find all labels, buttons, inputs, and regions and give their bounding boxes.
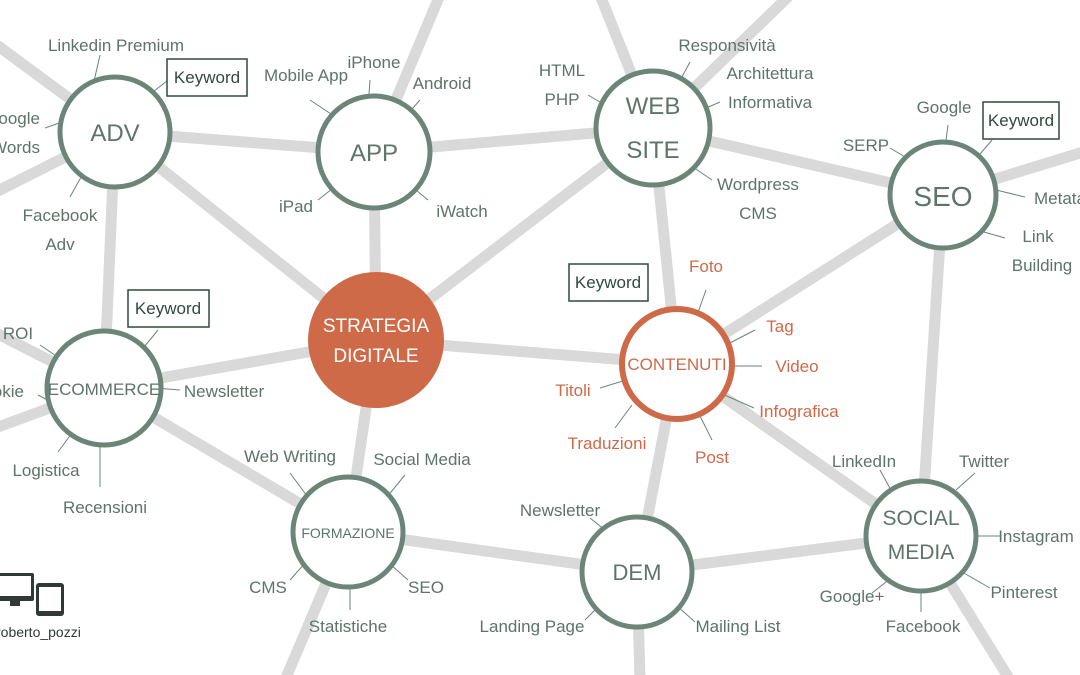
node-website-line2: SITE bbox=[626, 137, 679, 164]
label-landing-page: Landing Page bbox=[480, 617, 585, 636]
label-ipad: iPad bbox=[279, 197, 313, 216]
label-statistiche: Statistiche bbox=[309, 617, 387, 636]
label-linkedin: LinkedIn bbox=[832, 452, 896, 471]
label-linkedin-premium: Linkedin Premium bbox=[48, 36, 184, 55]
node-formazione-label: FORMAZIONE bbox=[301, 525, 394, 541]
label-twitter: Twitter bbox=[959, 452, 1009, 471]
keyword-box-seo: Keyword bbox=[982, 101, 1060, 140]
label-web-writing: Web Writing bbox=[244, 447, 336, 466]
label-facebook-adv-2: Adv bbox=[45, 235, 75, 254]
label-tag: Tag bbox=[766, 317, 793, 336]
keyword-box-adv: Keyword bbox=[166, 58, 248, 97]
devices-icon bbox=[0, 573, 64, 616]
node-dem-label: DEM bbox=[613, 560, 662, 585]
node-website-line1: WEB bbox=[626, 93, 681, 120]
center-line1: STRATEGIA bbox=[323, 316, 430, 337]
label-wordpress: Wordpress bbox=[717, 175, 799, 194]
label-html: HTML bbox=[539, 61, 585, 80]
node-adv: ADV bbox=[57, 74, 173, 190]
keyword-contenuti-text: Keyword bbox=[575, 273, 641, 292]
label-formazione-seo: SEO bbox=[408, 578, 444, 597]
label-post: Post bbox=[695, 448, 729, 467]
label-cookie: Cookie bbox=[0, 382, 24, 401]
node-ecommerce-label: ECOMMERCE bbox=[48, 380, 160, 399]
label-formazione-social-media: Social Media bbox=[373, 450, 471, 469]
label-google-plus: Google+ bbox=[820, 587, 885, 606]
node-adv-label: ADV bbox=[90, 120, 139, 147]
keyword-ecommerce-text: Keyword bbox=[135, 299, 201, 318]
keyword-adv-text: Keyword bbox=[174, 68, 240, 87]
node-social-line2: MEDIA bbox=[888, 541, 955, 564]
credit-text: roberto_pozzi bbox=[0, 624, 81, 640]
label-mailing-list: Mailing List bbox=[695, 617, 780, 636]
label-responsivita: Responsività bbox=[678, 36, 776, 55]
keyword-seo-text: Keyword bbox=[988, 111, 1054, 130]
label-pinterest: Pinterest bbox=[990, 583, 1057, 602]
node-contenuti: CONTENUTI bbox=[619, 306, 735, 422]
node-social: SOCIAL MEDIA bbox=[863, 478, 979, 594]
label-traduzioni: Traduzioni bbox=[568, 434, 647, 453]
node-seo-label: SEO bbox=[913, 181, 972, 212]
node-website: WEB SITE bbox=[593, 68, 713, 188]
label-website-cms: CMS bbox=[739, 204, 777, 223]
node-dem: DEM bbox=[579, 514, 695, 630]
label-social-facebook: Facebook bbox=[886, 617, 961, 636]
label-dem-newsletter: Newsletter bbox=[520, 501, 601, 520]
label-recensioni: Recensioni bbox=[63, 498, 147, 517]
node-seo: SEO bbox=[887, 139, 999, 251]
label-logistica: Logistica bbox=[12, 461, 80, 480]
node-center: STRATEGIA DIGITALE bbox=[308, 272, 444, 408]
label-infografica: Infografica bbox=[759, 402, 839, 421]
label-architettura: Architettura bbox=[727, 64, 814, 83]
label-google-adwords-1: Google bbox=[0, 109, 40, 128]
node-ecommerce: ECOMMERCE bbox=[44, 328, 164, 448]
label-seo-google: Google bbox=[917, 98, 972, 117]
keyword-box-contenuti: Keyword bbox=[568, 263, 649, 302]
label-serp: SERP bbox=[843, 136, 889, 155]
label-informativa: Informativa bbox=[728, 93, 813, 112]
node-social-line1: SOCIAL bbox=[882, 507, 959, 530]
label-link-building-2: Building bbox=[1012, 256, 1073, 275]
label-facebook-adv-1: Facebook bbox=[23, 206, 98, 225]
label-titoli: Titoli bbox=[555, 381, 590, 400]
node-app: APP bbox=[315, 93, 433, 211]
label-iwatch: iWatch bbox=[436, 202, 487, 221]
label-google-adwords-2: AdWords bbox=[0, 138, 40, 157]
label-android: Android bbox=[413, 74, 472, 93]
node-app-label: APP bbox=[350, 140, 398, 167]
center-line2: DIGITALE bbox=[333, 346, 418, 367]
label-php: PHP bbox=[545, 90, 580, 109]
label-roi: ROI bbox=[3, 324, 33, 343]
node-formazione: FORMAZIONE bbox=[290, 474, 406, 590]
label-ecommerce-newsletter: Newsletter bbox=[184, 382, 265, 401]
label-formazione-cms: CMS bbox=[249, 578, 287, 597]
label-video: Video bbox=[775, 357, 818, 376]
node-contenuti-label: CONTENUTI bbox=[627, 355, 726, 374]
label-iphone: iPhone bbox=[348, 53, 401, 72]
label-mobile-app: Mobile App bbox=[264, 66, 348, 85]
label-link-building-1: Link bbox=[1022, 227, 1054, 246]
label-instagram: Instagram bbox=[998, 527, 1074, 546]
keyword-box-ecommerce: Keyword bbox=[127, 289, 210, 328]
label-metatag: Metatag bbox=[1034, 189, 1080, 208]
label-foto: Foto bbox=[689, 257, 723, 276]
